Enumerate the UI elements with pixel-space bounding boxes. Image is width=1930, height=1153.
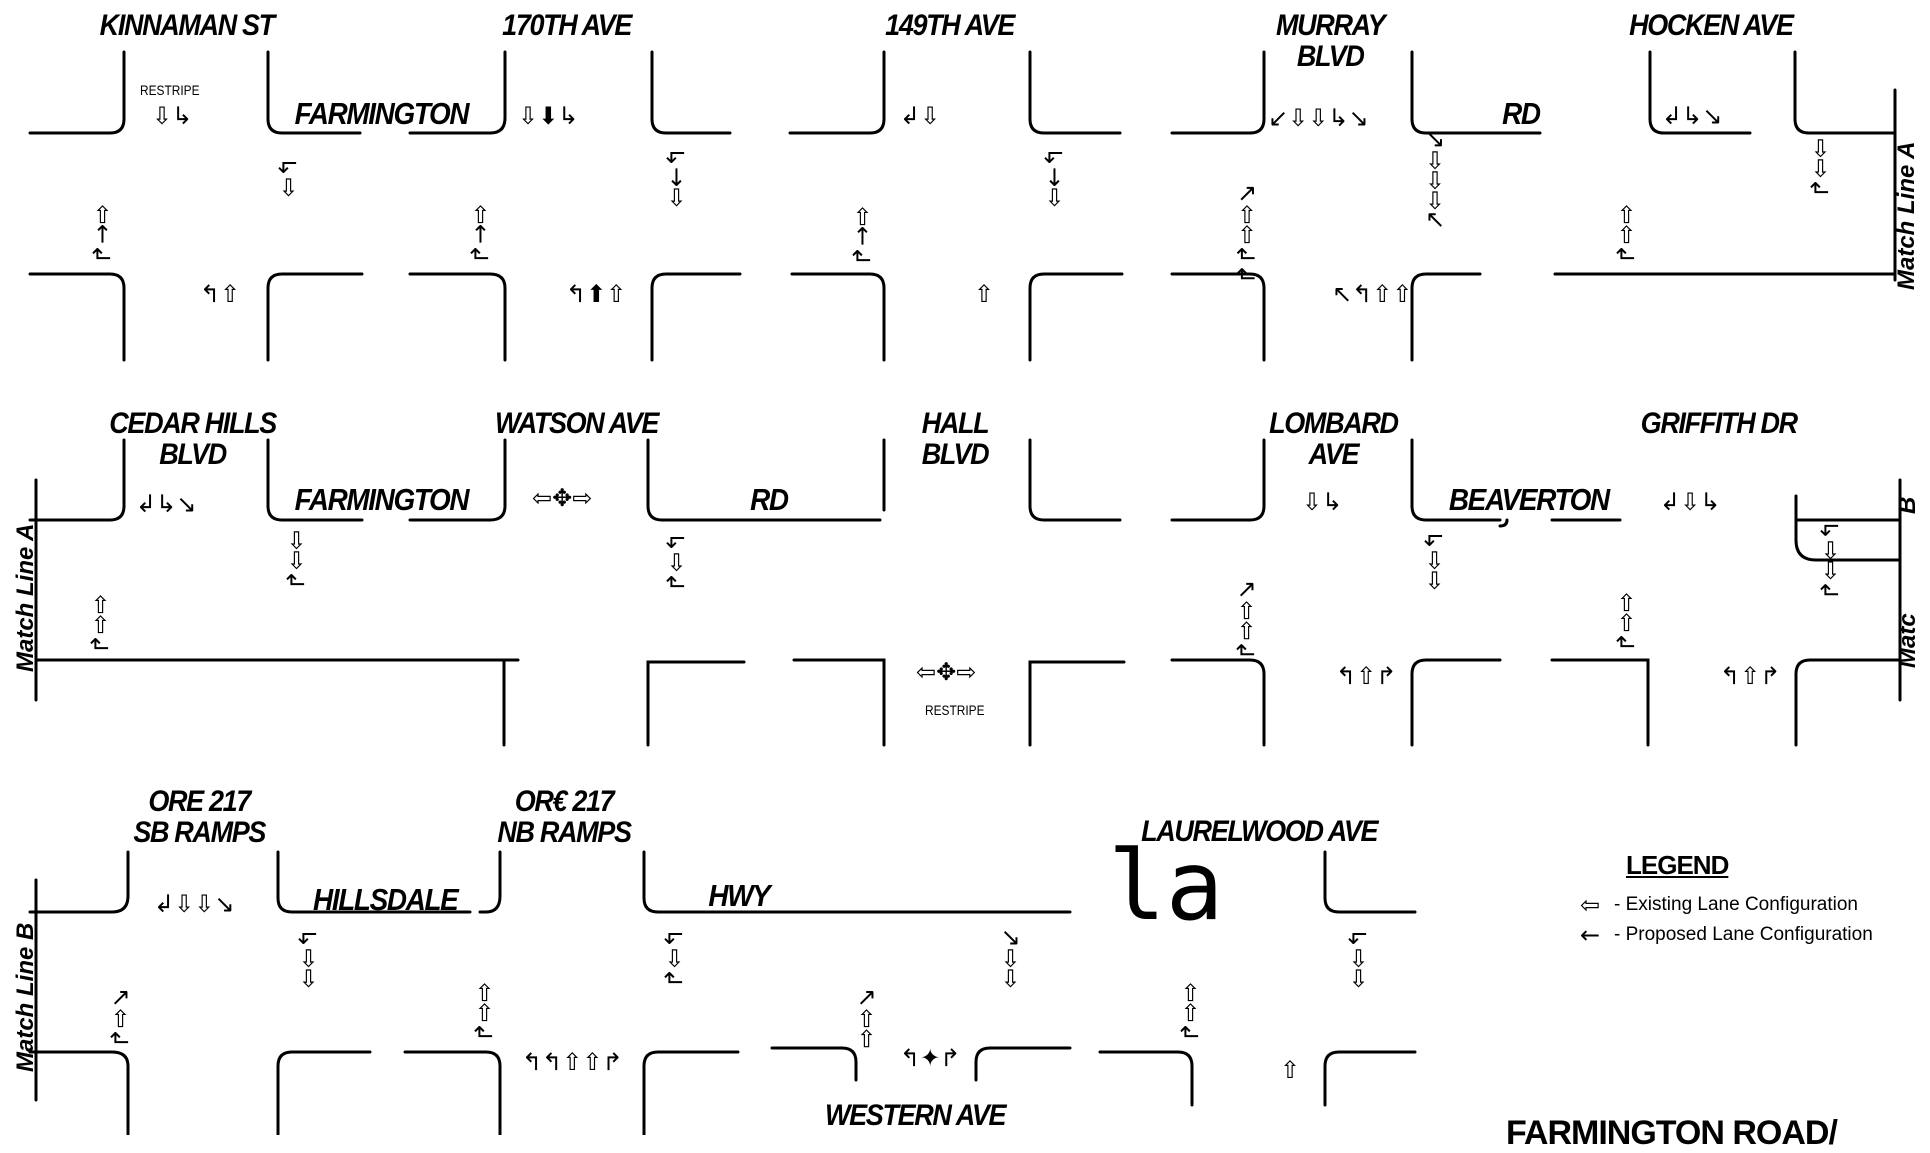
street-label-hall: HALL BLVD: [921, 407, 990, 471]
arrows-170th-nb: ↰⬆⇧: [566, 280, 627, 308]
road-label-farmington-r1: FARMINGTON: [294, 96, 470, 131]
arrows-sb-ramps-eb: ↱⇨↘: [106, 987, 135, 1049]
street-label-149th: 149TH AVE: [885, 9, 1015, 42]
row3-curbs: [28, 850, 1417, 1135]
arrows-lombard-nb: ↰⇧↱: [1336, 662, 1397, 690]
arrows-hocken-wb: ↱⇦⇦: [1806, 137, 1835, 199]
arrows-western-eb: ⇨⇨↘: [852, 987, 881, 1049]
street-label-170th: 170TH AVE: [502, 9, 632, 42]
restripe-note-r1: RESTRIPE: [140, 82, 200, 98]
street-label-murray: MURRAY BLVD: [1276, 9, 1386, 73]
road-label-farmington-r2: FARMINGTON: [294, 482, 470, 517]
street-label-watson: WATSON AVE: [495, 407, 659, 440]
match-line-matc-r2: Matc: [1894, 613, 1921, 668]
arrows-lombard-wb: ⇦⇦↰: [1420, 529, 1449, 591]
arrows-kinnaman-wb: ⇦↰: [274, 156, 303, 198]
arrows-nb-ramps-nb: ↰↰⇧⇧↱: [522, 1048, 623, 1076]
legend-title: LEGEND: [1626, 850, 1729, 880]
arrows-griffith-sb: ↲⇩↳: [1660, 488, 1721, 516]
footer-title: FARMINGTON ROAD/: [1506, 1114, 1838, 1152]
arrows-149th-sb: ↲⇩: [900, 102, 941, 130]
match-line-b-r2: B: [1894, 496, 1921, 514]
arrows-murray-sb: ↙⇩⇩↳↘: [1268, 104, 1369, 132]
arrows-griffith-nb: ↰⇧↱: [1720, 662, 1781, 690]
arrows-cedar-eb: ↱⇨⇨: [86, 593, 115, 655]
arrows-murray-wb: ↗⇦⇦⇦↙: [1420, 129, 1449, 231]
arrows-watson-sb: ⇦✥⇨: [532, 484, 593, 512]
arrows-laurelwood-eb: ↱⇨⇨: [1176, 981, 1205, 1043]
arrows-kinnaman-eb: ↱→⇨: [88, 203, 117, 265]
street-label-kinnaman: KINNAMAN ST: [99, 9, 275, 42]
arrows-sb-ramps-sb: ↲⇩⇩↘: [154, 890, 235, 918]
street-label-cedar-hills: CEDAR HILLS BLVD: [109, 407, 277, 471]
arrows-western-wb: ⇦⇦↙: [996, 927, 1025, 989]
arrows-170th-eb: ↱→⇨: [466, 203, 495, 265]
match-line-a-r1: Match Line A: [1893, 141, 1920, 290]
stray-text-la: la: [1108, 830, 1224, 942]
arrows-lombard-eb: ↱⇨⇨↘: [1232, 579, 1261, 661]
arrows-kinnaman-nb: ↰⇧: [200, 280, 241, 308]
match-line-b-r3: Match Line B: [12, 922, 39, 1072]
legend-existing-icon: ⇦: [1580, 891, 1601, 919]
restripe-note-r2: RESTRIPE: [925, 702, 985, 718]
arrows-149th-wb: ⇦←↰: [1040, 146, 1069, 208]
arrows-nb-ramps-wb: ↱⇦↰: [660, 927, 689, 989]
arrows-149th-eb: ↱→⇨: [848, 205, 877, 267]
arrows-cedar-sb: ↲↳↘: [136, 490, 197, 518]
arrows-hocken-sb: ↲↳↘: [1662, 102, 1723, 130]
street-label-hocken: HOCKEN AVE: [1629, 9, 1794, 42]
street-label-ore217-nb: OR€ 217 NB RAMPS: [497, 785, 632, 849]
arrows-149th-nb: ⇧: [974, 280, 995, 308]
street-label-griffith: GRIFFITH DR: [1640, 407, 1798, 440]
road-label-rd-r1: RD: [1502, 96, 1541, 131]
match-line-a-r2: Match Line A: [12, 523, 39, 672]
road-label-rd-r2: RD: [750, 482, 789, 517]
legend-proposed-icon: ←: [1580, 921, 1601, 949]
arrows-watson-wb: ↱⇦↰: [662, 531, 691, 593]
arrows-hall-nb: ⇦✥⇨: [916, 658, 977, 686]
arrows-griffith-wb: ↱⇦⇦↰: [1816, 519, 1845, 601]
legend-existing-label: - Existing Lane Configuration: [1614, 894, 1858, 915]
arrows-nb-ramps-eb: ↱⇨⇨: [470, 981, 499, 1043]
arrows-kinnaman-sb: ⇩↳: [152, 102, 193, 130]
arrows-western-nb: ↰✦↱: [900, 1044, 961, 1072]
road-label-hillsdale: HILLSDALE: [313, 882, 459, 917]
arrows-170th-sb: ⇩⬇↳: [518, 102, 579, 130]
row2-curbs: [28, 438, 1902, 747]
street-label-ore217-sb: ORE 217 SB RAMPS: [133, 785, 266, 849]
street-label-western: WESTERN AVE: [825, 1099, 1007, 1132]
arrows-laurelwood-wb: ⇦⇦↰: [1344, 927, 1373, 989]
arrows-cedar-wb: ↱⇦⇦: [282, 529, 311, 591]
street-label-laurelwood: LAURELWOOD AVE: [1141, 815, 1378, 848]
street-label-lombard: LOMBARD AVE: [1269, 407, 1399, 471]
arrows-170th-wb: ⇦←↰: [662, 146, 691, 208]
arrows-lombard-sb: ⇩↳: [1302, 488, 1343, 516]
road-label-hwy: HWY: [708, 878, 770, 913]
arrows-hocken-eb: ↱⇨⇨: [1612, 203, 1641, 265]
arrows-griffith-eb: ↱⇨⇨: [1612, 591, 1641, 653]
road-label-beaverton: BEAVERTON: [1448, 482, 1610, 517]
arrows-murray-eb: ↱↱⇨⇨↘: [1232, 183, 1261, 285]
beaverton-hook: [1498, 518, 1509, 528]
arrows-sb-ramps-wb: ⇦⇦↰: [294, 927, 323, 989]
row1-curbs: [28, 50, 1897, 362]
legend-proposed-label: - Proposed Lane Configuration: [1614, 924, 1873, 945]
arrows-murray-nb: ↖↰⇧⇧: [1332, 280, 1413, 308]
arrows-laurelwood-nb: ⇧: [1280, 1056, 1301, 1084]
